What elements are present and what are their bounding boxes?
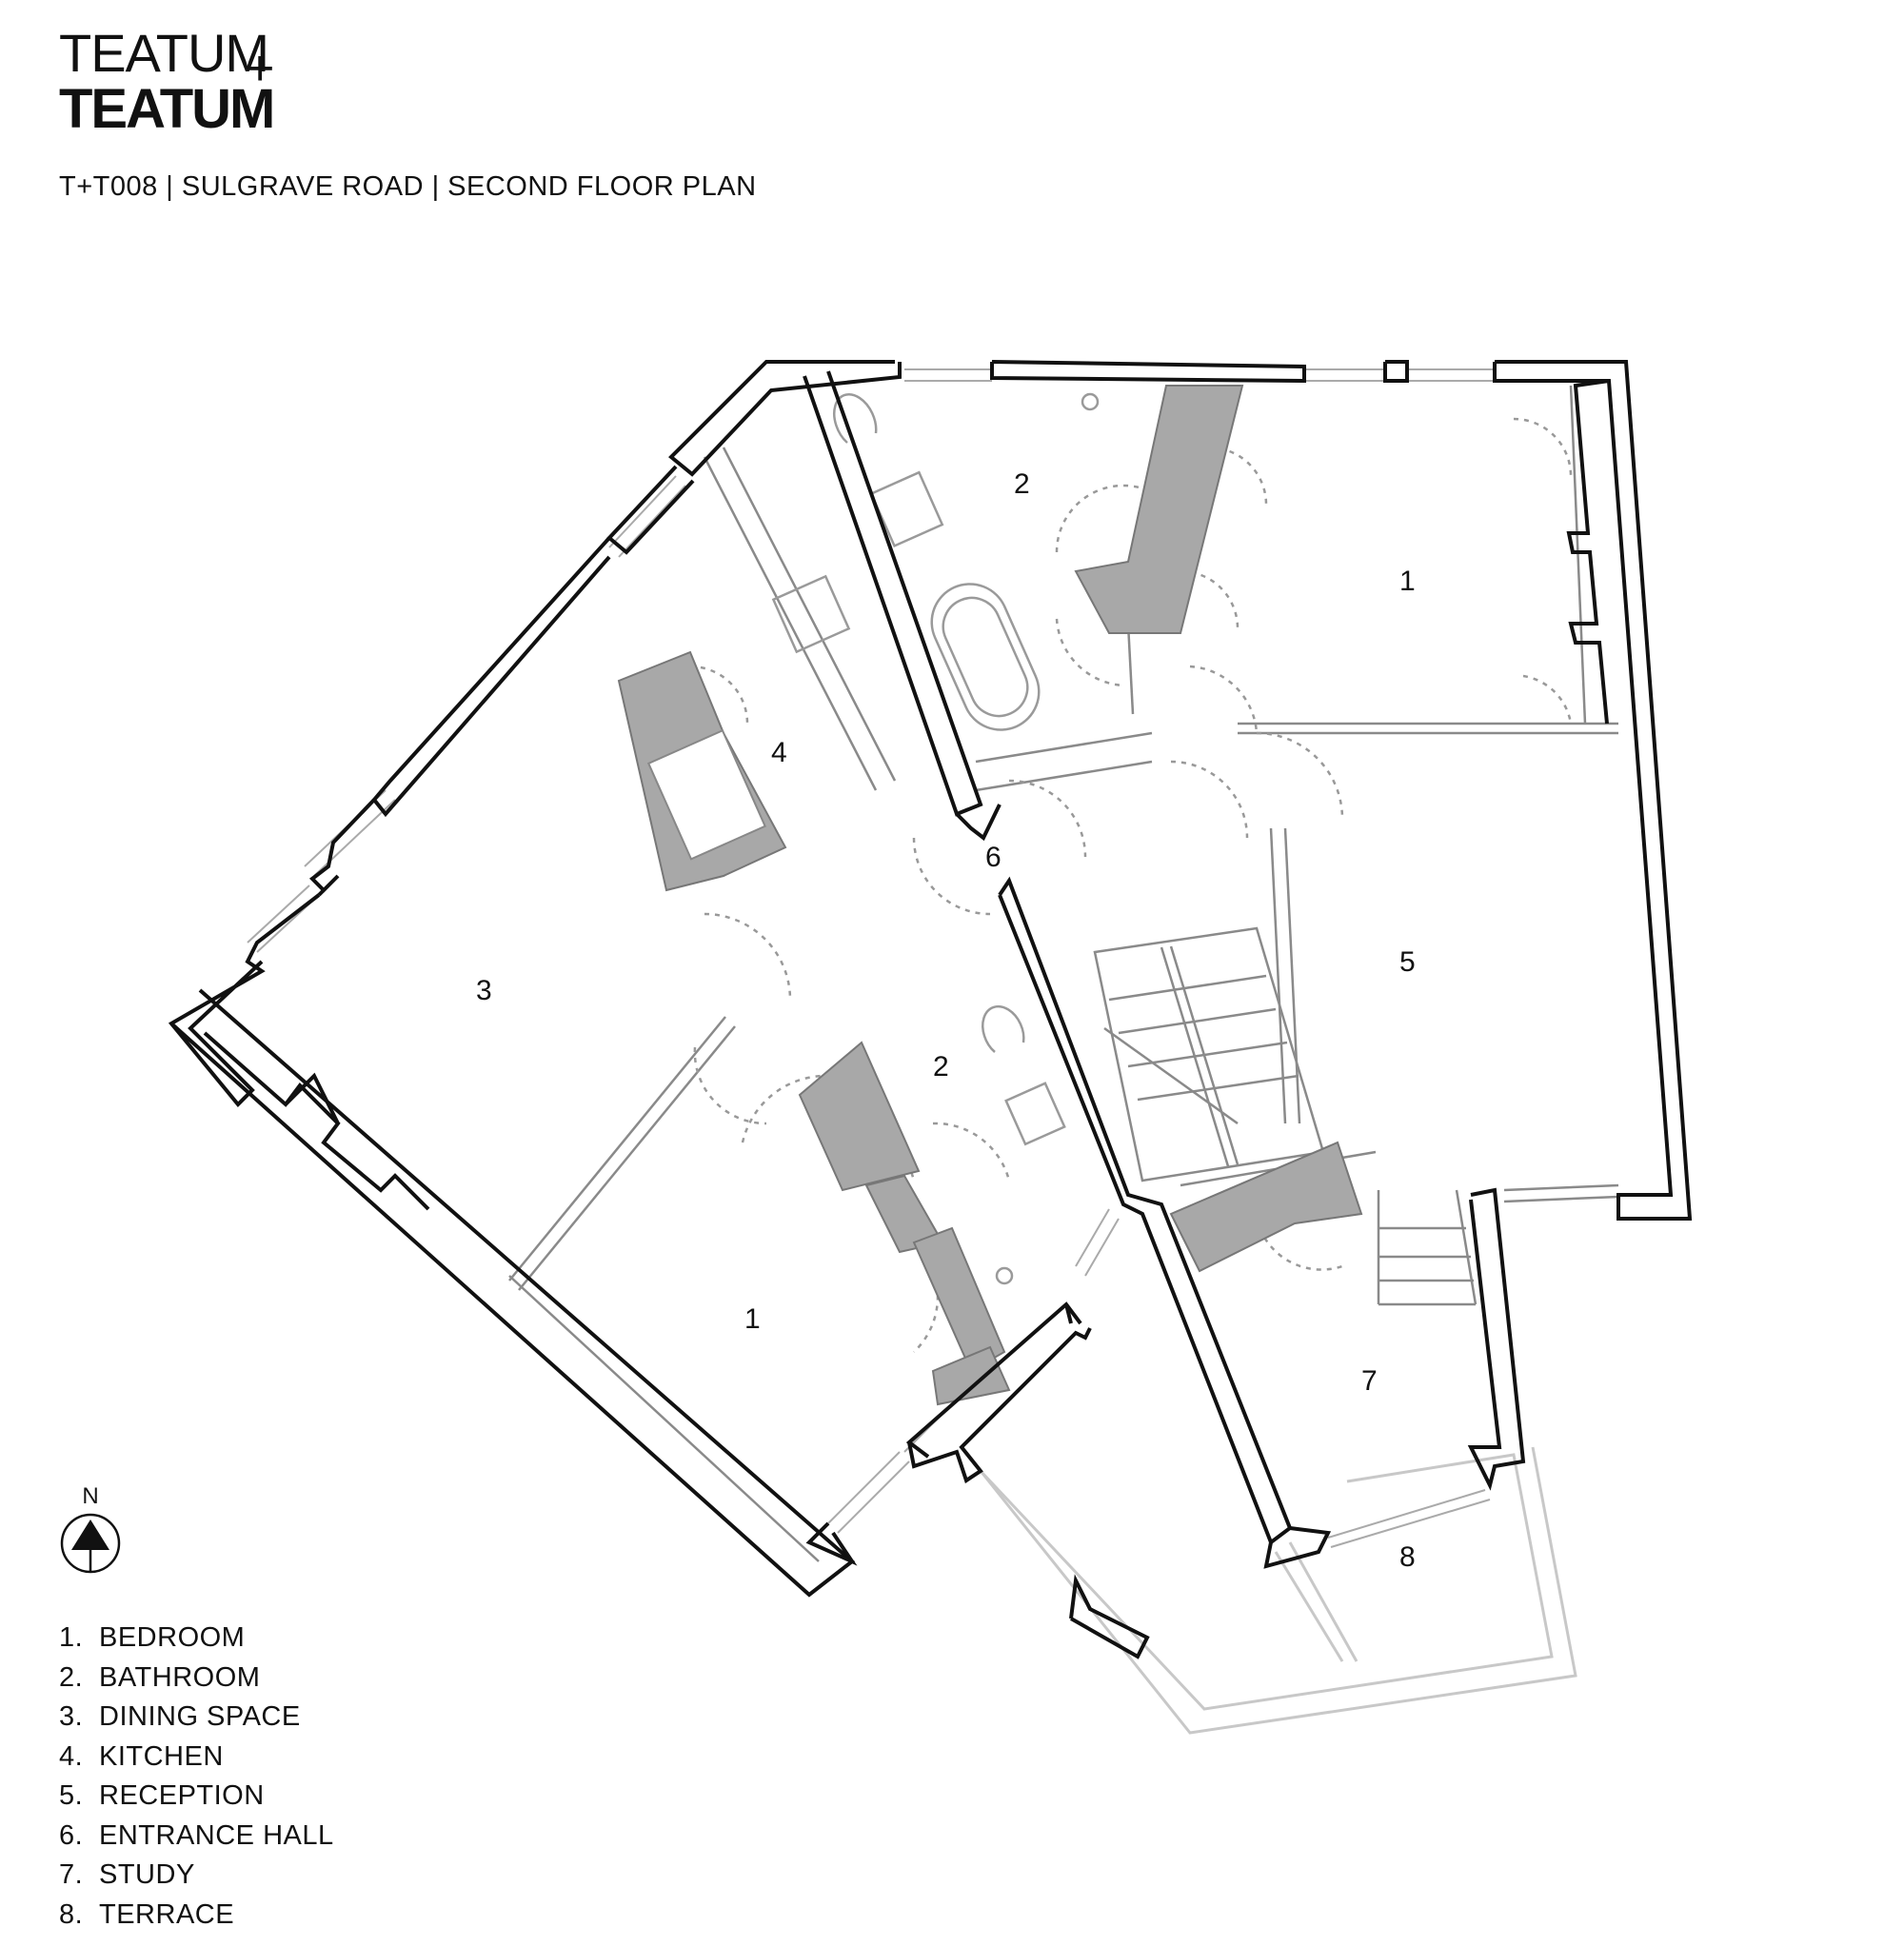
legend-text: ENTRANCE HALL — [99, 1819, 334, 1851]
legend-item: 5. RECEPTION — [59, 1777, 334, 1817]
legend-text: RECEPTION — [99, 1780, 265, 1811]
room-label-bathroom-lower: 2 — [933, 1051, 949, 1083]
room-label-reception: 5 — [1399, 946, 1416, 978]
legend-text: DINING SPACE — [99, 1701, 301, 1732]
north-label: N — [82, 1483, 99, 1509]
room-label-entrance-hall: 6 — [985, 842, 1002, 873]
legend-number: 3. — [59, 1701, 84, 1732]
legend-item: 2. BATHROOM — [59, 1659, 334, 1699]
room-label-kitchen: 4 — [771, 737, 787, 768]
legend-number: 4. — [59, 1740, 84, 1772]
plan-title: T+T008 | SULGRAVE ROAD | SECOND FLOOR PL… — [59, 171, 757, 202]
legend-number: 1. — [59, 1622, 84, 1653]
room-label-bathroom-upper: 2 — [1014, 468, 1030, 500]
legend-text: TERRACE — [99, 1898, 235, 1930]
legend-text: STUDY — [99, 1859, 195, 1890]
legend-item: 8. TERRACE — [59, 1896, 334, 1936]
room-label-bedroom-lower: 1 — [744, 1303, 761, 1335]
north-arrow: N — [57, 1483, 124, 1581]
legend-text: KITCHEN — [99, 1740, 224, 1772]
logo-bold: TEATUM — [59, 78, 275, 140]
interior-partitions — [508, 385, 1619, 1562]
legend-item: 7. STUDY — [59, 1856, 334, 1896]
logo-light: TEATUM — [59, 23, 269, 83]
legend-item: 1. BEDROOM — [59, 1619, 334, 1659]
room-label-dining: 3 — [476, 975, 492, 1006]
legend-item: 4. KITCHEN — [59, 1738, 334, 1778]
walls — [168, 360, 1693, 1659]
logo-plus: + — [246, 41, 275, 96]
legend-number: 6. — [59, 1819, 84, 1851]
room-label-bedroom-upper: 1 — [1399, 566, 1416, 597]
legend-text: BATHROOM — [99, 1661, 261, 1693]
legend-item: 6. ENTRANCE HALL — [59, 1817, 334, 1857]
room-label-terrace: 8 — [1399, 1541, 1416, 1573]
legend: 1. BEDROOM 2. BATHROOM 3. DINING SPACE 4. KI… — [59, 1619, 334, 1935]
legend-text: BEDROOM — [99, 1622, 246, 1653]
legend-item: 3. DINING SPACE — [59, 1698, 334, 1738]
legend-number: 8. — [59, 1898, 84, 1930]
room-label-study: 7 — [1361, 1365, 1378, 1397]
terrace-outline — [979, 1446, 1577, 1735]
solid-elements — [617, 385, 1363, 1406]
legend-number: 7. — [59, 1859, 84, 1890]
fixtures — [771, 392, 1100, 1285]
legend-number: 2. — [59, 1661, 84, 1693]
north-arrow-icon — [60, 1513, 121, 1574]
stair — [1093, 926, 1325, 1182]
legend-number: 5. — [59, 1780, 84, 1811]
windows — [247, 368, 1495, 1548]
